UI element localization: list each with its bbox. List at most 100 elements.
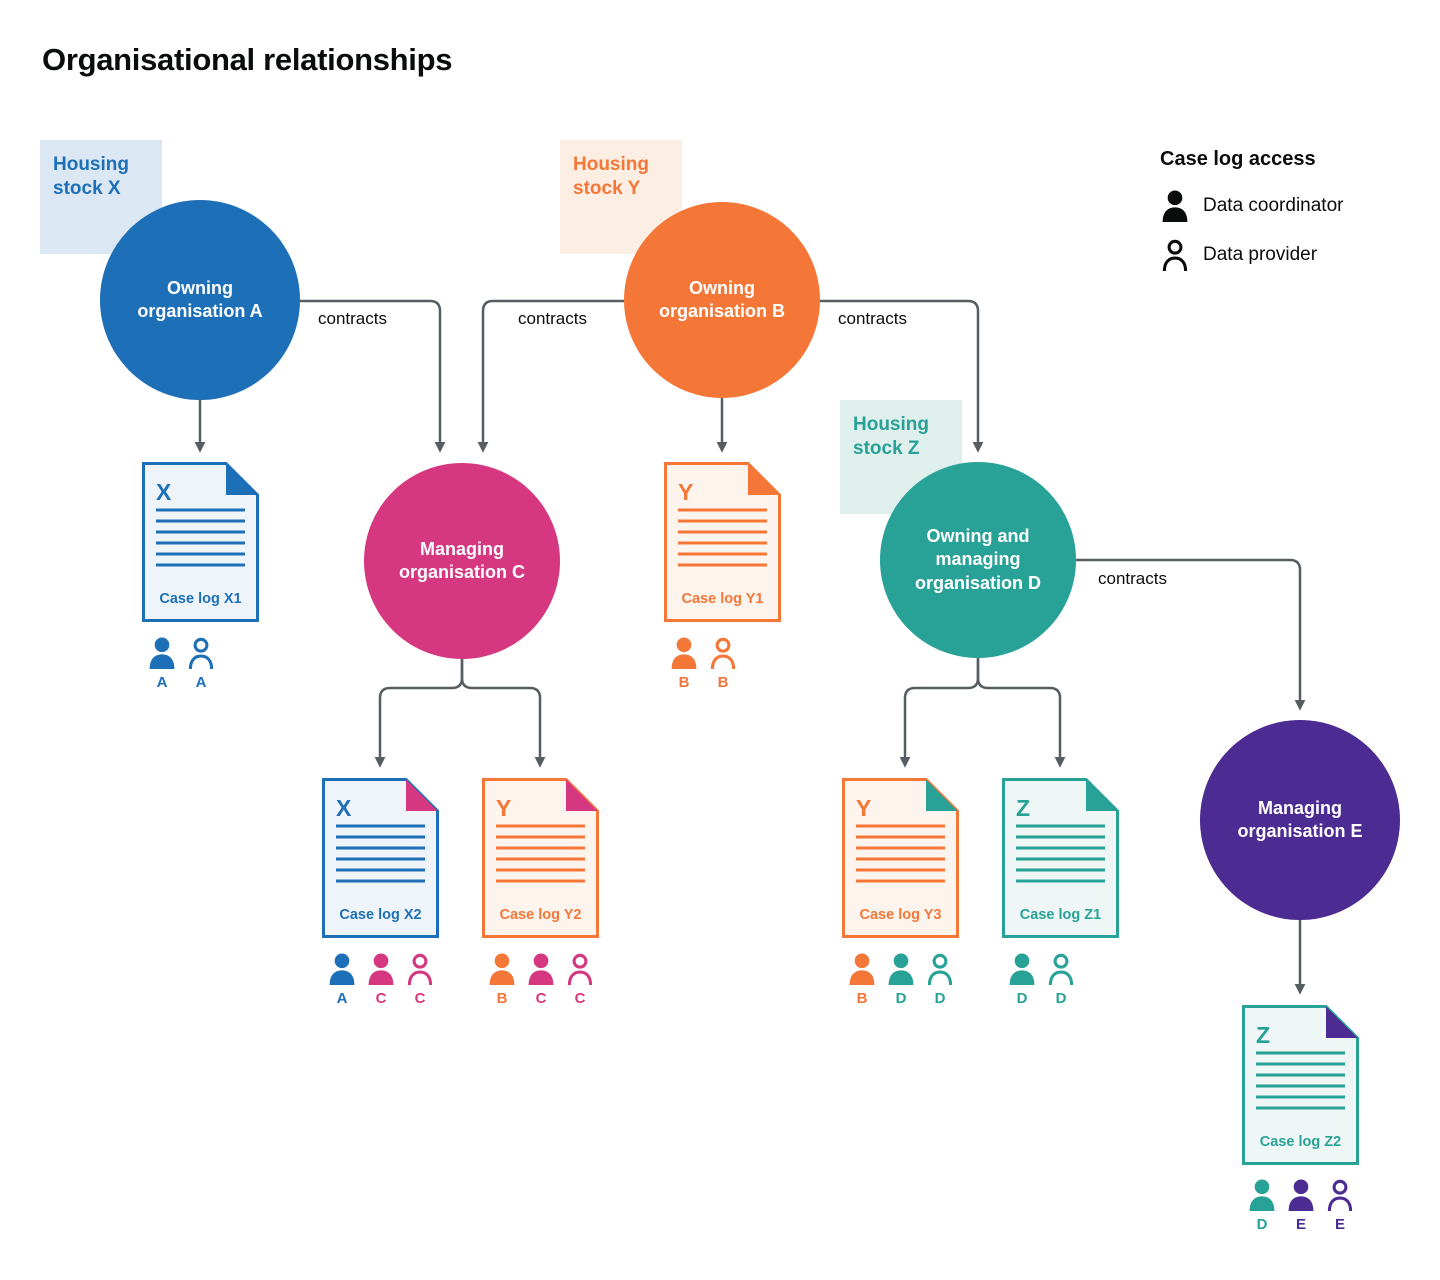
org-c-label: Managing organisation C [398,538,525,582]
access-person: B [846,952,878,1007]
contracts-label: contracts [518,309,587,328]
org-d-circle: Owning and managing organisation D [880,462,1076,658]
case-log-z1-access: D D [1006,952,1077,1007]
case-log-x2-access: A C C [326,952,436,1007]
housing-stock-y-label: Housing stock Y [573,154,649,199]
folded-corner [226,463,258,495]
case-log-y1-document: Y Case log Y1 [664,462,781,622]
access-org-letter: C [375,990,387,1007]
person-filled-icon [528,953,554,985]
access-person: B [486,952,518,1007]
folded-corner [1326,1006,1358,1038]
case-log-letter: X [156,479,172,505]
person-outline-icon [1327,1179,1353,1211]
access-person: B [707,636,739,691]
case-log-x1-document: X Case log X1 [142,462,259,622]
org-a-circle: Owning organisation A [100,200,300,400]
access-person: E [1285,1178,1317,1233]
document-text-lines [156,508,245,567]
org-e-circle: Managing organisation E [1200,720,1400,920]
case-log-letter: Y [496,795,511,821]
document-text-lines [678,508,767,567]
access-person: C [365,952,397,1007]
case-log-y2-access: B C C [486,952,596,1007]
case-log-y2-document: Y Case log Y2 [482,778,599,938]
legend-item-label: Data provider [1203,243,1318,265]
access-org-letter: E [1295,1216,1306,1233]
access-org-letter: D [895,990,907,1007]
org-b-label: Owning organisation B [658,277,785,321]
case-log-x2-document: X Case log X2 [322,778,439,938]
contracts-label: contracts [318,309,387,328]
access-org-letter: A [336,990,348,1007]
access-org-letter: B [496,990,508,1007]
access-org-letter: A [195,674,207,691]
person-outline-icon [1162,239,1188,271]
person-filled-icon [1288,1179,1314,1211]
person-outline-icon [567,953,593,985]
person-outline-icon [710,637,736,669]
document-text-lines [1256,1051,1345,1110]
case-log-label: Case log Y3 [860,907,942,923]
org-c-circle: Managing organisation C [364,463,560,659]
access-org-letter: D [1256,1216,1268,1233]
connector-org-c-to-case-log-x2 [374,659,464,768]
connector-org-c-to-case-log-y2 [460,659,546,768]
access-person: D [885,952,917,1007]
access-org-letter: B [678,674,690,691]
document-text-lines [856,824,945,883]
access-org-letter: C [414,990,426,1007]
org-e-label: Managing organisation E [1237,797,1363,841]
access-org-letter: E [1334,1216,1345,1233]
legend-title: Case log access [1160,148,1316,170]
person-filled-icon [149,637,175,669]
document-text-lines [496,824,585,883]
access-org-letter: B [856,990,868,1007]
access-person: D [1045,952,1077,1007]
page-title: Organisational relationships [42,42,453,77]
contracts-label: contracts [838,309,907,328]
access-person: D [924,952,956,1007]
case-log-letter: Z [1016,795,1030,821]
housing-stock-x-label: Housing stock X [53,154,129,199]
folded-corner [1086,779,1118,811]
person-filled-icon [1162,190,1188,222]
person-outline-icon [927,953,953,985]
person-filled-icon [849,953,875,985]
access-person: C [525,952,557,1007]
access-person: A [146,636,178,691]
person-filled-icon [368,953,394,985]
case-log-y3-document: Y Case log Y3 [842,778,959,938]
case-log-x1-access: A A [146,636,217,691]
case-log-letter: Y [856,795,871,821]
case-log-access-legend: Case log access Data coordinator Data pr… [1160,148,1420,287]
document-text-lines [336,824,425,883]
case-log-label: Case log Y1 [682,591,764,607]
access-org-letter: C [574,990,586,1007]
org-d-label: Owning and managing organisation D [914,525,1041,593]
housing-stock-z-label: Housing stock Z [853,414,929,459]
person-filled-icon [489,953,515,985]
access-org-letter: B [717,674,729,691]
case-log-letter: Y [678,479,693,505]
access-person: A [185,636,217,691]
case-log-label: Case log X1 [159,591,241,607]
case-log-y3-access: B D D [846,952,956,1007]
org-b-circle: Owning organisation B [624,202,820,398]
access-person: D [1246,1178,1278,1233]
access-person: B [668,636,700,691]
access-org-letter: C [535,990,547,1007]
person-filled-icon [671,637,697,669]
case-log-label: Case log Y2 [500,907,582,923]
case-log-label: Case log Z1 [1020,907,1101,923]
person-filled-icon [1009,953,1035,985]
legend-item-label: Data coordinator [1203,194,1344,216]
folded-corner [406,779,438,811]
case-log-y1-access: B B [668,636,739,691]
legend-item-data-coordinator: Data coordinator [1160,189,1420,222]
folded-corner [926,779,958,811]
access-person: C [564,952,596,1007]
case-log-label: Case log Z2 [1260,1134,1341,1150]
contracts-label: contracts [1098,569,1167,588]
access-org-letter: D [1055,990,1067,1007]
